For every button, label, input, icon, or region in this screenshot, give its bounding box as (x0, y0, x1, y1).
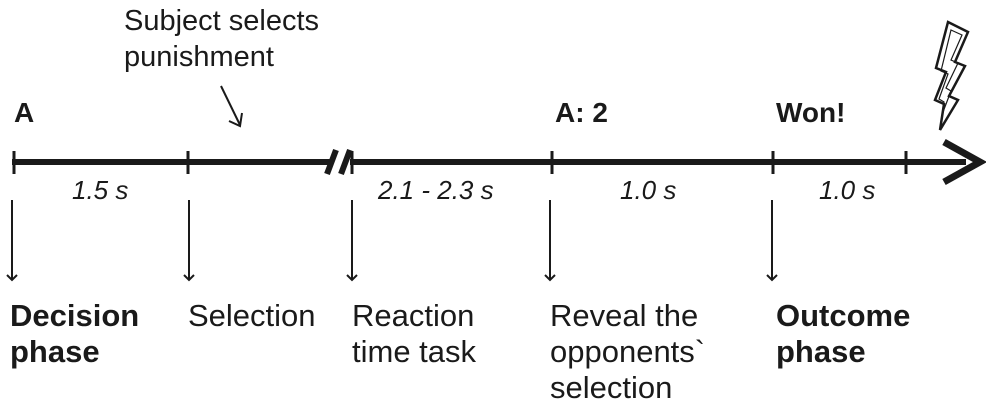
phase-reveal-line-2: opponents` (550, 334, 706, 369)
annotation-line-2: punishment (124, 41, 274, 73)
phase-decision-line-1: Decision (10, 298, 140, 333)
duration-outcome: 1.0 s (819, 175, 876, 205)
phase-outcome-line-2: phase (776, 334, 866, 369)
phase-reveal-line-3: selection (550, 370, 673, 405)
marker-reveal: A: 2 (555, 97, 608, 128)
arrowhead-icon (942, 138, 986, 186)
timeline-ticks (12, 151, 908, 174)
duration-reaction: 2.1 - 2.3 s (378, 175, 494, 205)
annotation-arrow-icon (220, 85, 243, 128)
phase-reveal: Reveal the opponents` selection (550, 298, 705, 406)
marker-outcome: Won! (776, 97, 846, 128)
phase-reaction-line-1: Reaction (352, 298, 475, 333)
phase-selection: Selection (188, 298, 316, 334)
phase-arrows (6, 200, 778, 282)
axis-break-icon (324, 148, 353, 176)
lightning-bolt-icon (933, 20, 970, 131)
phase-reaction: Reaction time task (352, 298, 476, 370)
phase-selection-line-1: Selection (188, 298, 316, 333)
marker-start: A (14, 97, 35, 128)
annotation-line-1: Subject selects (124, 5, 320, 37)
phase-decision: Decision phase (10, 298, 139, 370)
annotation-text: Subject selects punishment (124, 3, 319, 75)
phase-outcome: Outcome phase (776, 298, 910, 370)
duration-reveal: 1.0 s (620, 175, 677, 205)
phase-reaction-line-2: time task (352, 334, 477, 369)
phase-decision-line-2: phase (10, 334, 100, 369)
phase-outcome-line-1: Outcome (776, 298, 911, 333)
duration-decision: 1.5 s (72, 175, 129, 205)
phase-reveal-line-1: Reveal the (550, 298, 699, 333)
